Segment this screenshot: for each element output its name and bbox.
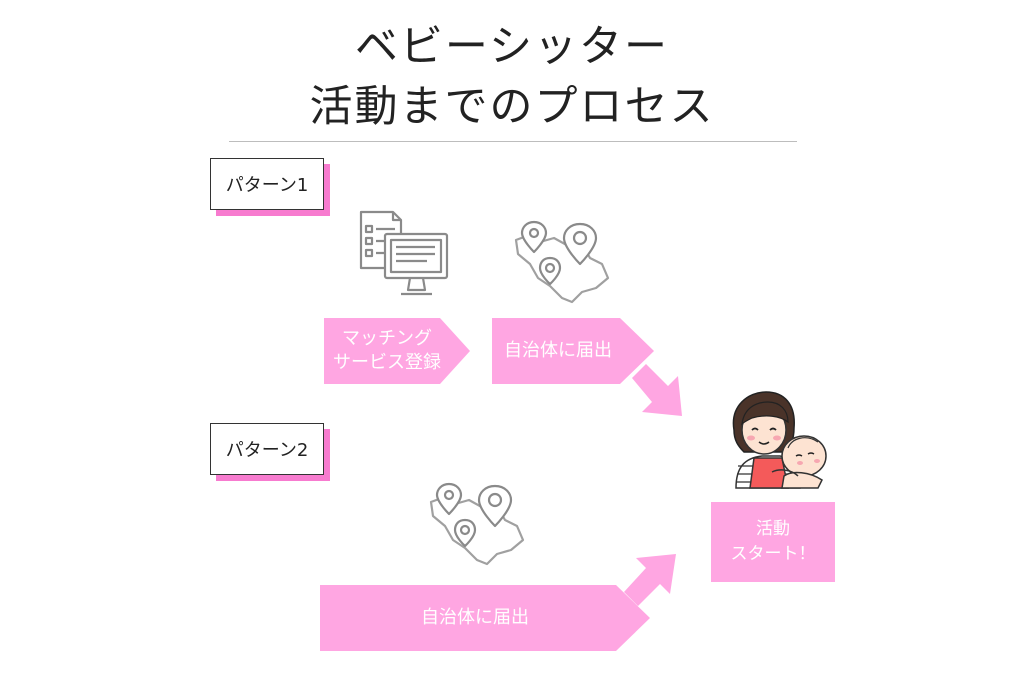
- title-line-2: 活動までのプロセス: [309, 82, 715, 132]
- step-arrow-shape: [492, 318, 654, 384]
- pattern-1-label: パターン1: [210, 158, 324, 210]
- babysitter-illustration: [732, 391, 827, 489]
- step-municipality-notice-1: 自治体に届出: [492, 318, 654, 384]
- title-divider: [229, 141, 797, 142]
- computer-registration-icon: [359, 210, 449, 296]
- step-arrow-shape: [324, 318, 470, 384]
- step-arrow-shape: [320, 585, 650, 651]
- result-line-2: スタート！: [730, 544, 816, 564]
- map-pins-icon: [429, 482, 525, 566]
- map-pins-icon: [514, 220, 610, 304]
- result-line-1: 活動: [756, 518, 790, 539]
- step-matching-registration: マッチング サービス登録: [324, 318, 470, 384]
- step-label-line-1: マッチング: [342, 327, 432, 349]
- step-label: 自治体に届出: [504, 339, 612, 361]
- arrow-up-right-icon: [624, 554, 676, 606]
- title-line-1: ベビーシッター: [354, 22, 670, 72]
- pattern-2-label: パターン2: [210, 423, 324, 475]
- activity-start-box: 活動 スタート！: [711, 502, 835, 582]
- step-municipality-notice-2: 自治体に届出: [320, 585, 650, 651]
- step-label: 自治体に届出: [421, 606, 529, 628]
- arrow-down-right-icon: [632, 364, 682, 416]
- step-label-line-2: サービス登録: [333, 352, 441, 373]
